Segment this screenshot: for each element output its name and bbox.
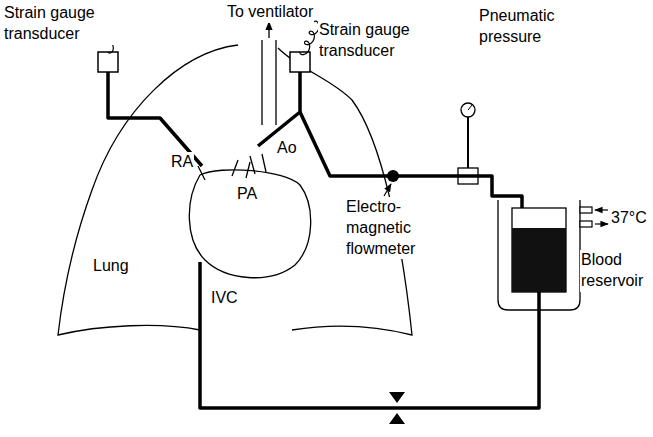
trachea bbox=[261, 40, 262, 125]
pressure-fitting bbox=[458, 174, 478, 178]
water-out-arrow bbox=[595, 223, 608, 224]
strain-gauge-box bbox=[98, 52, 118, 72]
pulmonary-artery bbox=[232, 160, 250, 178]
part-label: Strain gauge transducer bbox=[318, 20, 430, 62]
part-label: Lung bbox=[92, 256, 130, 277]
part-label: Strain gauge transducer bbox=[3, 3, 115, 45]
transducer-lead bbox=[300, 21, 319, 55]
trachea bbox=[275, 40, 276, 125]
part-label: Electro- magnetic flowmeter bbox=[345, 197, 425, 259]
part-label: Ao bbox=[276, 138, 298, 159]
water-in-arrow bbox=[595, 209, 608, 210]
aortic-cannula-line bbox=[258, 72, 300, 146]
jacket-port bbox=[580, 207, 592, 213]
clamp bbox=[389, 392, 405, 424]
gauge-stem bbox=[467, 117, 469, 168]
reservoir-beaker bbox=[512, 208, 566, 292]
jacket-port bbox=[580, 221, 592, 227]
part-label: IVC bbox=[210, 288, 239, 309]
water-jacket bbox=[498, 200, 580, 310]
part-label: RA bbox=[170, 152, 194, 173]
aorta-stump bbox=[250, 154, 266, 174]
flowmeter-probe bbox=[387, 170, 399, 182]
right-atrium-stump bbox=[198, 166, 205, 180]
return-line bbox=[200, 262, 539, 408]
blood bbox=[512, 228, 566, 292]
ventilator-arrow bbox=[268, 22, 269, 38]
part-label: Blood reservoir bbox=[580, 250, 650, 292]
gauge-needle bbox=[468, 105, 472, 110]
part-label: 37°C bbox=[610, 208, 648, 229]
pressure-fitting bbox=[458, 168, 478, 184]
leader-arrow bbox=[384, 184, 391, 196]
heart bbox=[189, 170, 310, 278]
strain-gauge-box bbox=[290, 52, 310, 72]
part-label: To ventilator bbox=[226, 2, 314, 23]
pressure-gauge bbox=[461, 103, 475, 117]
part-label: Pneumatic pressure bbox=[478, 6, 572, 48]
part-label: PA bbox=[236, 184, 258, 205]
